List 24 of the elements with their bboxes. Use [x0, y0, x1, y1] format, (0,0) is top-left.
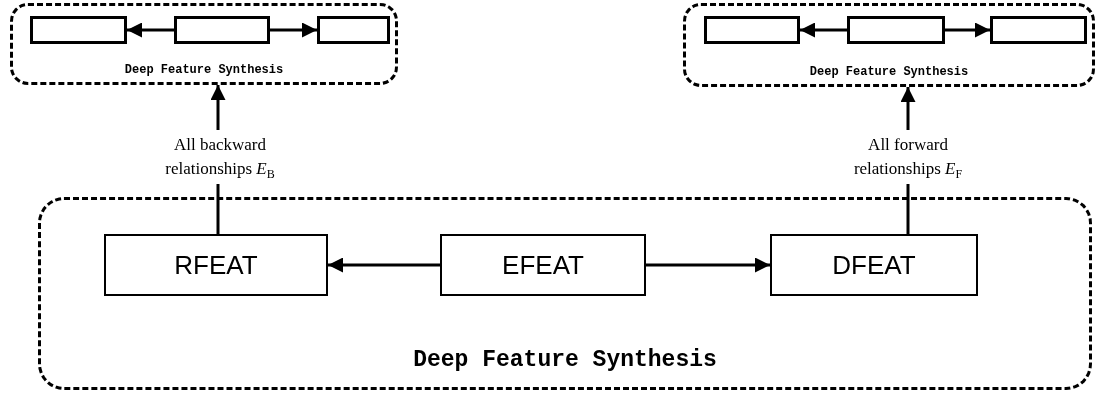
empty-box — [847, 16, 945, 44]
process-box — [440, 234, 646, 296]
group-title: Deep Feature Synthesis — [413, 347, 717, 373]
box-label: DFEAT — [832, 249, 916, 281]
dashed-group — [683, 3, 1095, 87]
empty-box — [174, 16, 270, 44]
arrow — [328, 257, 440, 273]
empty-box — [990, 16, 1087, 44]
arrow — [127, 22, 174, 38]
box-label: EFEAT — [502, 249, 584, 281]
arrow — [800, 22, 847, 38]
group-title: Deep Feature Synthesis — [809, 65, 969, 79]
arrow — [270, 22, 317, 38]
arrow — [945, 22, 990, 38]
dashed-group — [38, 197, 1092, 390]
process-box — [104, 234, 328, 296]
box-label: RFEAT — [174, 249, 258, 281]
empty-box — [317, 16, 390, 44]
empty-box — [30, 16, 127, 44]
arrow — [646, 257, 770, 273]
process-box — [770, 234, 978, 296]
dashed-group — [10, 3, 398, 85]
group-title: Deep Feature Synthesis — [124, 63, 284, 77]
empty-box — [704, 16, 800, 44]
